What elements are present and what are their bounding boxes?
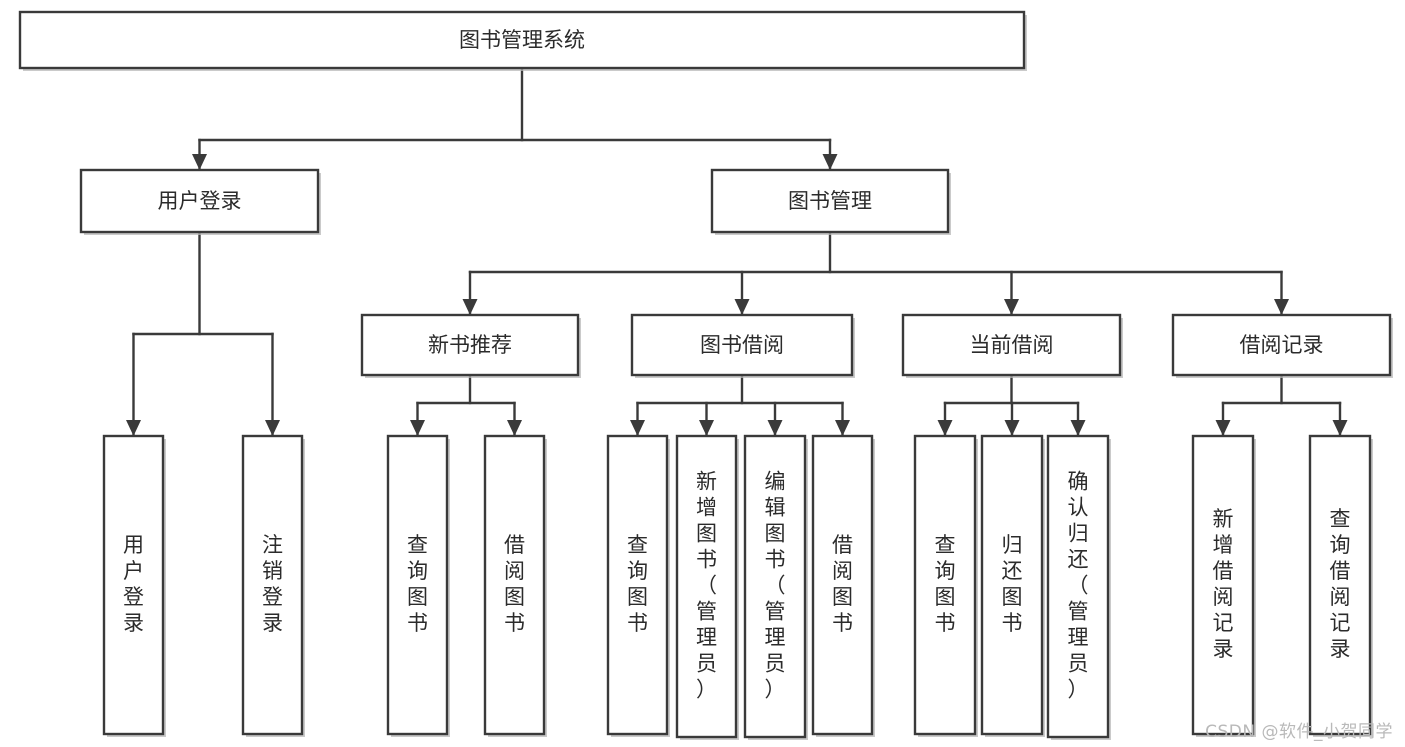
connector-arrowhead (265, 420, 280, 436)
connector-arrowhead (1332, 420, 1348, 436)
connector-book-manage-to-groups (462, 230, 1289, 316)
connector-arrowhead (835, 420, 850, 436)
node-label-add-book-admin: 新增图书（管理员） (696, 470, 717, 702)
connector-root-to-level1 (192, 66, 838, 171)
node-label-borrow-record: 借阅记录 (1240, 333, 1324, 357)
node-rect-new-book-recommend[interactable] (360, 313, 580, 377)
connector-arrowhead (699, 420, 714, 436)
node-rect-book-manage[interactable] (710, 168, 950, 234)
node-rect-borrow-book-2[interactable] (811, 434, 874, 736)
node-query-book-3[interactable]: 查询图书 (913, 434, 978, 737)
node-rect-add-borrow-record[interactable] (1191, 434, 1255, 736)
node-query-book-2[interactable]: 查询图书 (606, 434, 670, 737)
node-query-borrow-record[interactable]: 查询借阅记录 (1308, 434, 1373, 737)
connector-arrowhead (410, 420, 425, 436)
node-rect-query-borrow-record[interactable] (1308, 434, 1372, 736)
node-label-query-book-1: 查询图书 (407, 533, 428, 635)
connector-arrowhead (822, 154, 838, 170)
connector-arrowhead (767, 420, 783, 436)
node-book-manage[interactable]: 图书管理 (710, 168, 951, 235)
connector-arrowhead (1004, 299, 1019, 315)
node-label-new-book-recommend: 新书推荐 (428, 333, 512, 357)
node-label-return-book: 归还图书 (1002, 533, 1023, 635)
node-user-logout[interactable]: 注销登录 (241, 434, 305, 737)
node-borrow-book-2[interactable]: 借阅图书 (811, 434, 875, 737)
node-rect-borrow-record[interactable] (1171, 313, 1392, 377)
connector-arrowhead (126, 420, 141, 436)
node-rect-user-logout[interactable] (241, 434, 304, 736)
node-label-borrow-book-1: 借阅图书 (504, 533, 525, 635)
connector-arrowhead (937, 420, 953, 436)
connector-arrowhead (1274, 299, 1289, 315)
connector-arrowhead (192, 154, 207, 170)
node-label-add-borrow-record: 新增借阅记录 (1213, 507, 1234, 661)
node-new-book-recommend[interactable]: 新书推荐 (360, 313, 581, 378)
node-borrow-record[interactable]: 借阅记录 (1171, 313, 1393, 378)
node-label-query-borrow-record: 查询借阅记录 (1330, 507, 1351, 661)
node-label-root: 图书管理系统 (459, 28, 585, 52)
node-label-edit-book-admin: 编辑图书（管理员） (765, 470, 786, 702)
node-label-current-borrow: 当前借阅 (970, 333, 1054, 357)
node-label-borrow-book-2: 借阅图书 (832, 533, 853, 635)
connector-arrowhead (1070, 420, 1086, 436)
node-current-borrow[interactable]: 当前借阅 (901, 313, 1123, 378)
connector-current-borrow-to-leaves (937, 373, 1086, 437)
node-add-book-admin[interactable]: 新增图书（管理员） (675, 434, 739, 740)
connector-book-borrow-to-leaves (630, 373, 850, 437)
connector-user-login-to-leaves (126, 230, 280, 437)
node-user-login-do[interactable]: 用户登录 (102, 434, 166, 737)
node-add-borrow-record[interactable]: 新增借阅记录 (1191, 434, 1256, 737)
node-rect-book-borrow[interactable] (630, 313, 854, 377)
node-label-book-manage: 图书管理 (788, 189, 872, 213)
node-query-book-1[interactable]: 查询图书 (386, 434, 450, 737)
node-label-user-login: 用户登录 (158, 189, 242, 213)
node-rect-edit-book-admin[interactable] (743, 434, 807, 739)
node-rect-user-login[interactable] (79, 168, 320, 234)
connector-arrowhead (734, 299, 750, 315)
node-rect-query-book-1[interactable] (386, 434, 449, 736)
connector-arrowhead (462, 299, 478, 315)
node-rect-return-book[interactable] (980, 434, 1044, 736)
node-label-confirm-return-admin: 确认归还（管理员） (1068, 470, 1089, 702)
node-confirm-return-admin[interactable]: 确认归还（管理员） (1046, 434, 1111, 740)
node-label-user-logout: 注销登录 (262, 533, 283, 635)
node-borrow-book-1[interactable]: 借阅图书 (483, 434, 547, 737)
node-rect-current-borrow[interactable] (901, 313, 1122, 377)
node-user-login[interactable]: 用户登录 (79, 168, 321, 235)
connector-arrowhead (1004, 420, 1020, 436)
node-edit-book-admin[interactable]: 编辑图书（管理员） (743, 434, 808, 740)
node-return-book[interactable]: 归还图书 (980, 434, 1045, 737)
node-rect-add-book-admin[interactable] (675, 434, 738, 739)
node-label-user-login-do: 用户登录 (123, 533, 144, 635)
node-rect-user-login-do[interactable] (102, 434, 165, 736)
node-rect-confirm-return-admin[interactable] (1046, 434, 1110, 739)
node-book-borrow[interactable]: 图书借阅 (630, 313, 855, 378)
watermark-text: CSDN @软件_小贺同学 (1205, 722, 1393, 742)
node-label-book-borrow: 图书借阅 (700, 333, 784, 357)
node-label-query-book-2: 查询图书 (627, 533, 648, 635)
connector-new-book-recommend-to-leaves (410, 373, 522, 437)
connector-arrowhead (507, 420, 522, 436)
connector-arrowhead (1215, 420, 1231, 436)
node-label-query-book-3: 查询图书 (935, 533, 956, 635)
node-rect-query-book-2[interactable] (606, 434, 669, 736)
node-rect-borrow-book-1[interactable] (483, 434, 546, 736)
connector-borrow-record-to-leaves (1215, 373, 1348, 437)
node-root[interactable]: 图书管理系统 (18, 10, 1027, 71)
node-rect-query-book-3[interactable] (913, 434, 977, 736)
node-rect-root[interactable] (18, 10, 1026, 70)
connector-arrowhead (630, 420, 645, 436)
